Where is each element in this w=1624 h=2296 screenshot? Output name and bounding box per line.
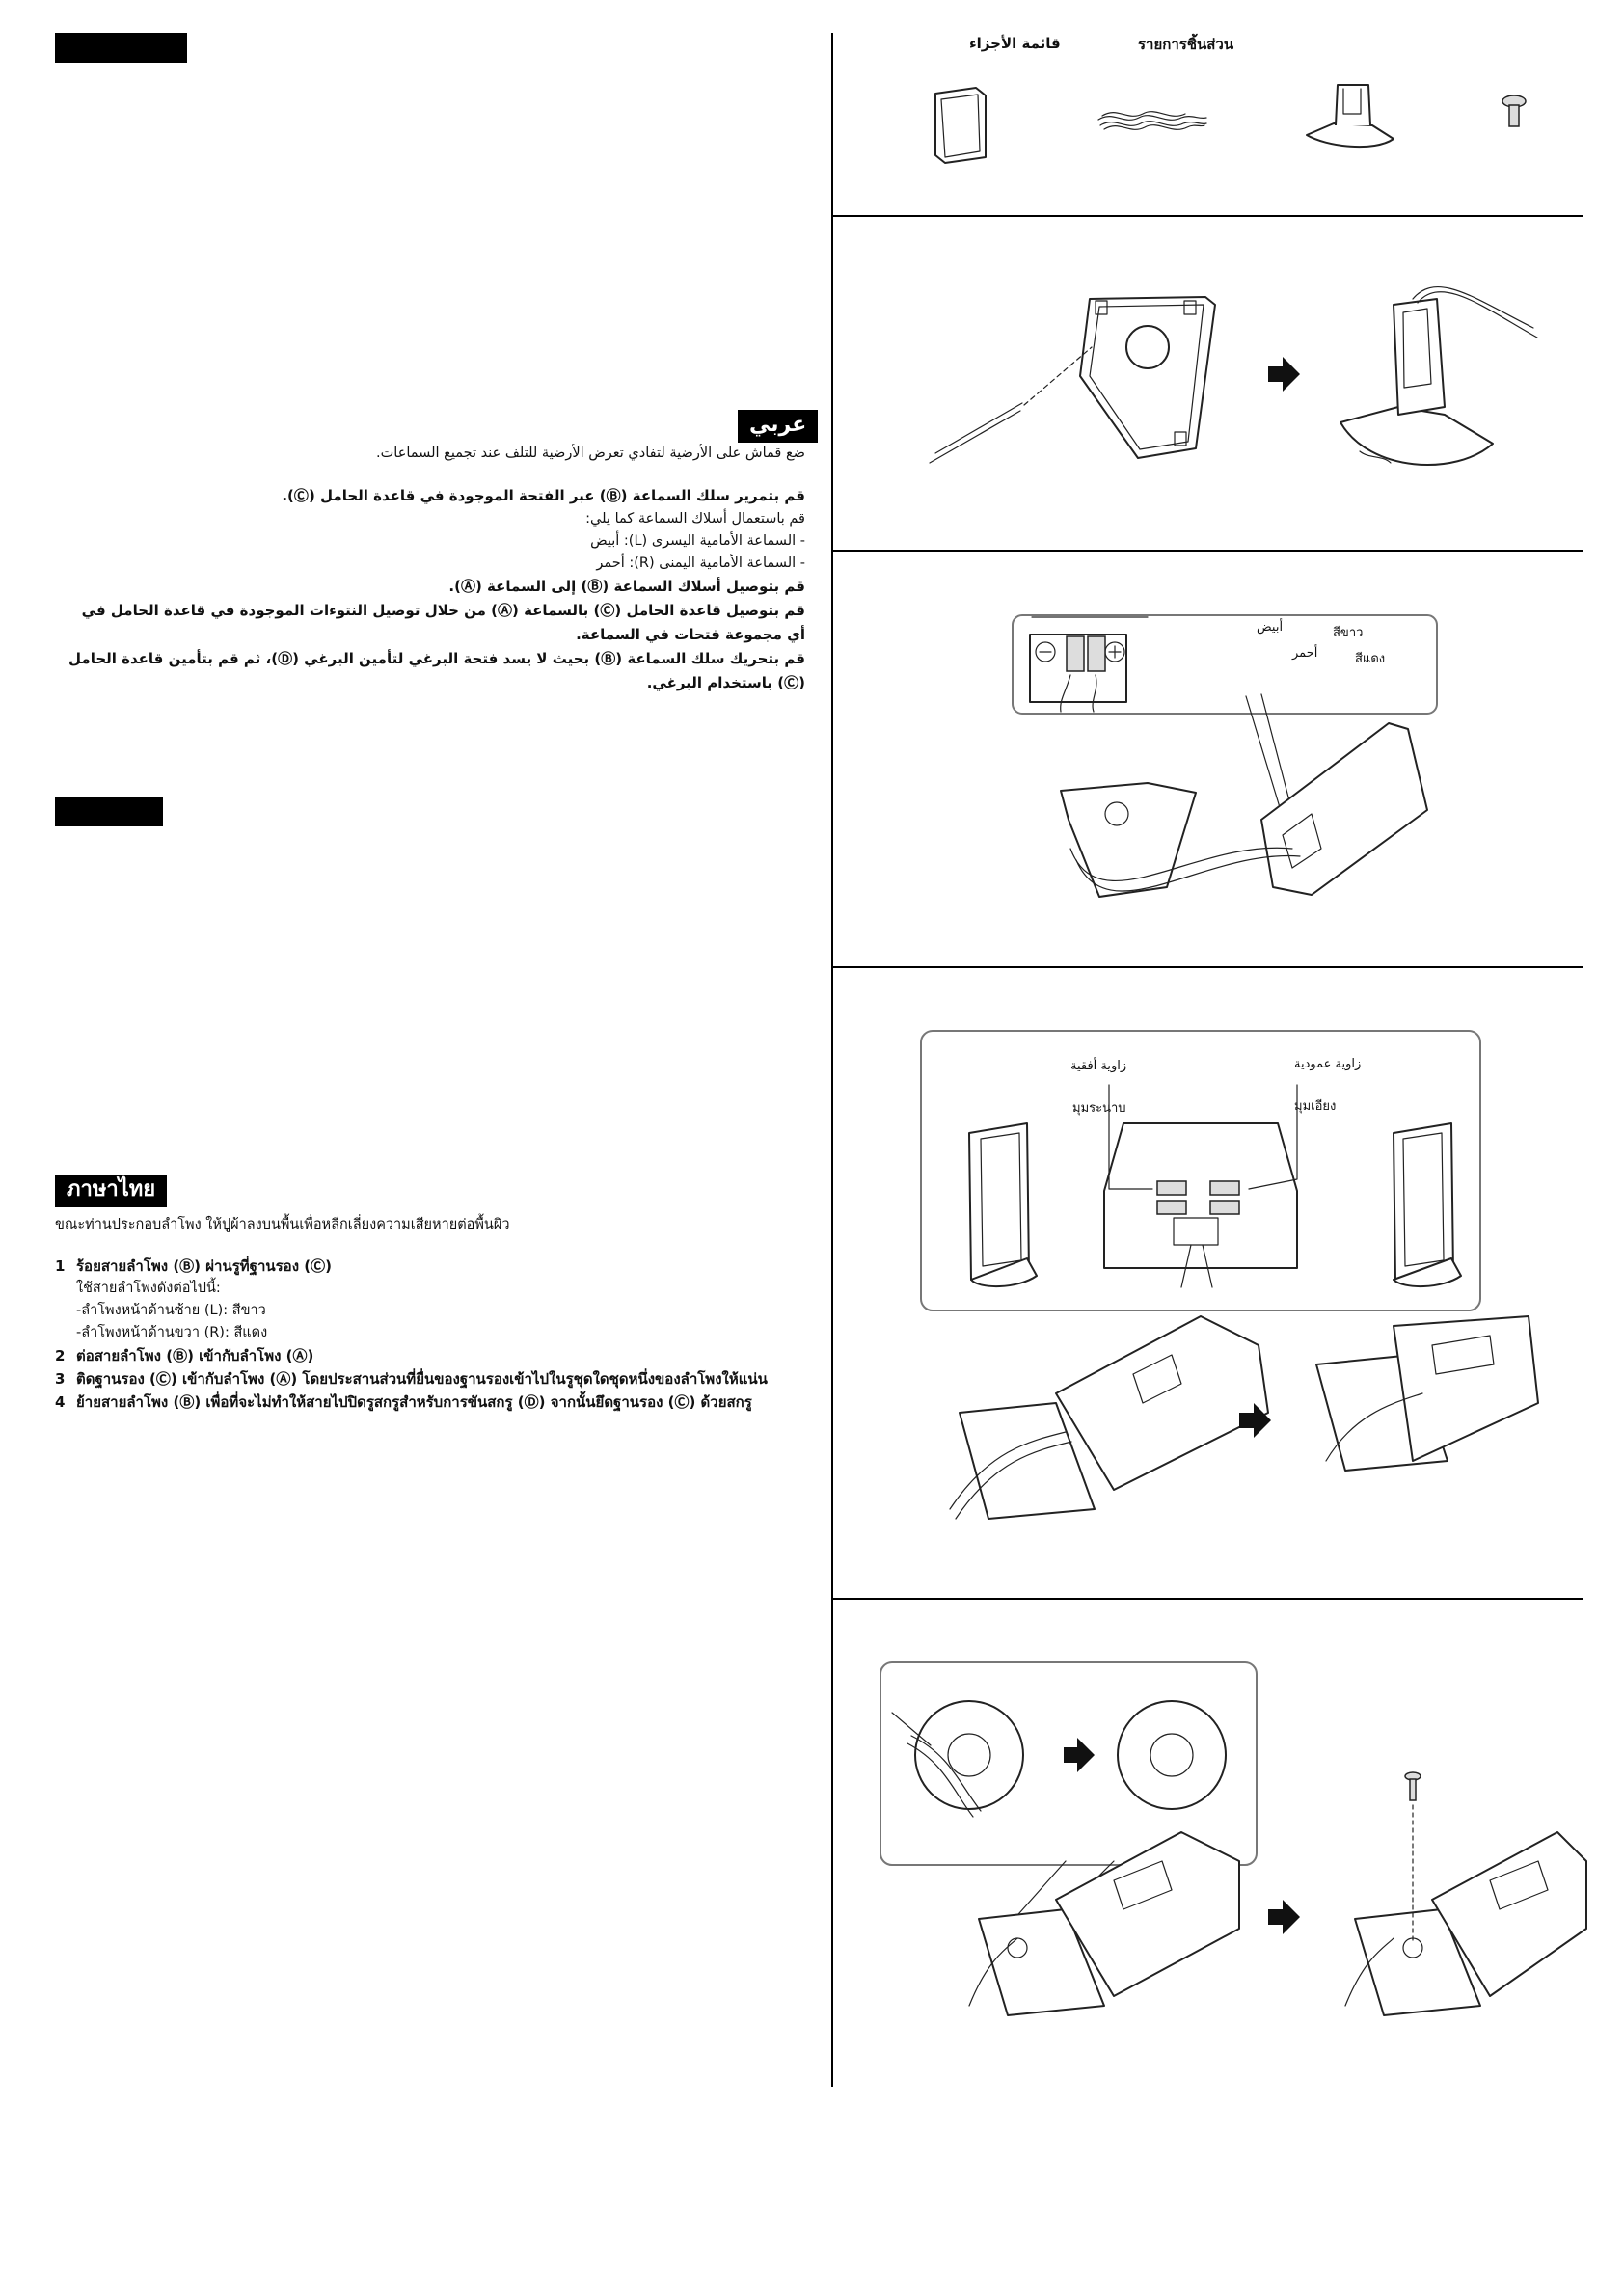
step-text: ต่อสายลำโพง (Ⓑ) เข้ากับลำโพง (Ⓐ): [76, 1344, 313, 1367]
step4-secure-screw-illustration: [873, 1659, 1586, 2025]
thai-instructions: ขณะท่านประกอบลำโพง ให้ปูผ้าลงบนพื้นเพื่อ…: [55, 1213, 807, 1414]
thai-step-4: 4 ย้ายสายลำโพง (Ⓑ) เพื่อที่จะไม่ทำให้สาย…: [55, 1391, 807, 1414]
step-text: ติดฐานรอง (Ⓒ) เข้ากับลำโพง (Ⓐ) โดยประสาน…: [76, 1367, 768, 1391]
arabic-step-1-left: - السماعة الأمامية اليسرى (L): أبيض: [68, 530, 805, 553]
section-divider-3: [832, 966, 1583, 968]
step-text: ย้ายสายลำโพง (Ⓑ) เพื่อที่จะไม่ทำให้สายไป…: [76, 1391, 752, 1414]
arabic-step-1-note: قم باستعمال أسلاك السماعة كما يلي:: [68, 508, 805, 530]
arabic-step-1-right: - السماعة الأمامية اليمنى (R): أحمر: [68, 553, 805, 575]
step-number: 3: [55, 1367, 76, 1391]
horizontal-angle-label-thai: มุมระนาบ: [1072, 1097, 1126, 1118]
arabic-step-2: قم بتوصيل أسلاك السماعة (Ⓑ) إلى السماعة …: [68, 575, 805, 599]
step-number: 4: [55, 1391, 76, 1414]
step-text: ร้อยสายลำโพง (Ⓑ) ผ่านรูที่ฐานรอง (Ⓒ): [76, 1255, 332, 1278]
thai-step-1-left: -ลำโพงหน้าด้านซ้าย (L): สีขาว: [55, 1300, 807, 1322]
column-divider: [831, 33, 833, 2087]
step2-connect-cord-illustration: [1003, 608, 1543, 916]
language-tag-placeholder-2: [55, 797, 163, 826]
thai-intro: ขณะท่านประกอบลำโพง ให้ปูผ้าลงบนพื้นเพื่อ…: [55, 1213, 807, 1235]
horizontal-angle-label-arabic: زاوية أفقية: [1070, 1059, 1126, 1073]
red-wire-label-arabic: أحمر: [1292, 646, 1317, 661]
arabic-step-1: قم بتمرير سلك السماعة (Ⓑ) عبر الفتحة الم…: [68, 484, 805, 508]
arabic-intro: ضع قماش على الأرضية لتفادي تعرض الأرضية …: [68, 446, 805, 461]
thai-step-1: 1 ร้อยสายลำโพง (Ⓑ) ผ่านรูที่ฐานรอง (Ⓒ): [55, 1255, 807, 1278]
step-number: 1: [55, 1255, 76, 1278]
section-divider-4: [832, 1598, 1583, 1600]
section-divider-2: [832, 550, 1583, 552]
section-divider-1: [832, 215, 1583, 217]
stand-base-part-icon: [1297, 75, 1403, 162]
vertical-angle-label-thai: มุมเอียง: [1294, 1095, 1336, 1116]
step1-threading-cord-illustration: [916, 280, 1572, 501]
vertical-angle-label-arabic: زاوية عمودية: [1294, 1057, 1361, 1071]
white-wire-label-thai: สีขาว: [1333, 622, 1363, 642]
thai-step-1-right: -ลำโพงหน้าด้านขวา (R): สีแดง: [55, 1322, 807, 1344]
red-wire-label-thai: สีแดง: [1355, 648, 1385, 668]
step-number: 2: [55, 1344, 76, 1367]
speaker-part-icon: [926, 82, 1003, 169]
arabic-step-3: قم بتوصيل قاعدة الحامل (Ⓒ) بالسماعة (Ⓐ) …: [68, 599, 805, 647]
white-wire-label-arabic: أبيض: [1257, 620, 1283, 635]
step3-attach-stand-illustration: [911, 1027, 1577, 1548]
screw-part-icon: [1495, 92, 1533, 135]
arabic-language-tag: عربي: [738, 410, 818, 443]
speaker-cord-part-icon: [1095, 96, 1210, 145]
thai-language-tag: ภาษาไทย: [55, 1175, 167, 1207]
thai-step-3: 3 ติดฐานรอง (Ⓒ) เข้ากับลำโพง (Ⓐ) โดยประส…: [55, 1367, 807, 1391]
parts-label-thai: รายการชิ้นส่วน: [1138, 33, 1233, 56]
thai-step-1-note: ใช้สายลำโพงดังต่อไปนี้:: [55, 1278, 807, 1300]
thai-step-2: 2 ต่อสายลำโพง (Ⓑ) เข้ากับลำโพง (Ⓐ): [55, 1344, 807, 1367]
language-tag-placeholder-1: [55, 33, 187, 63]
parts-label-arabic: قائمة الأجزاء: [969, 35, 1061, 52]
arabic-instructions: ضع قماش على الأرضية لتفادي تعرض الأرضية …: [68, 446, 805, 695]
arabic-step-4: قم بتحريك سلك السماعة (Ⓑ) بحيث لا يسد فت…: [68, 647, 805, 695]
